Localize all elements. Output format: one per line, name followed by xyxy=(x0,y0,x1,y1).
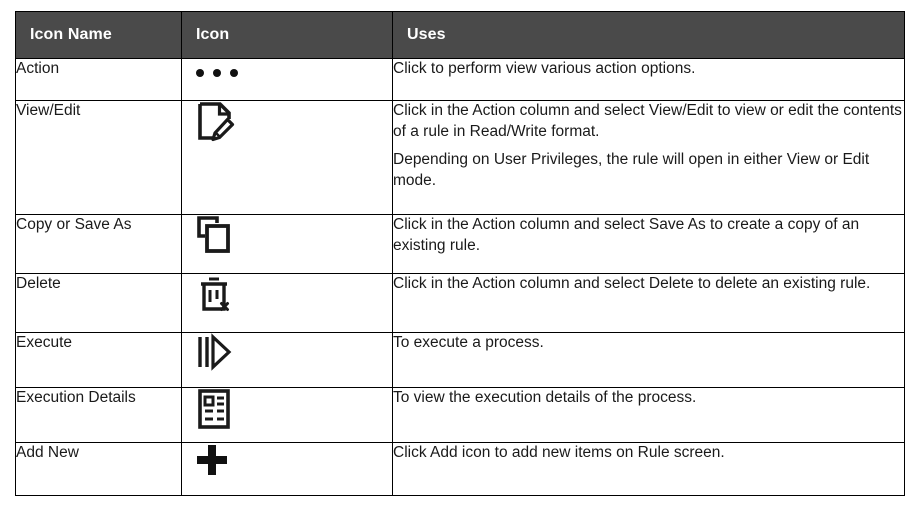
cell-uses: To view the execution details of the pro… xyxy=(392,387,905,443)
cell-icon xyxy=(181,100,393,215)
trash-delete-icon xyxy=(196,274,392,332)
cell-uses: Click in the Action column and select De… xyxy=(392,273,905,333)
cell-uses: Click to perform view various action opt… xyxy=(392,58,905,101)
table-header: Icon Name Icon Uses xyxy=(15,11,905,59)
uses-paragraph: To view the execution details of the pro… xyxy=(393,389,697,406)
cell-icon xyxy=(181,332,393,388)
uses-paragraph: Click in the Action column and select Sa… xyxy=(393,216,860,254)
cell-icon xyxy=(181,442,393,496)
uses-paragraph: Depending on User Privileges, the rule w… xyxy=(393,151,870,189)
table-row: Execution Details xyxy=(15,387,905,443)
column-header-uses: Uses xyxy=(392,11,905,59)
table-row: Execute To execute a process. xyxy=(15,332,905,388)
table-row: View/Edit Click in the Action column and xyxy=(15,100,905,215)
execute-play-icon xyxy=(196,333,392,387)
table-header-row: Icon Name Icon Uses xyxy=(15,11,905,59)
plus-add-icon xyxy=(196,444,392,496)
table-row: Delete Click in the Actio xyxy=(15,273,905,333)
cell-icon xyxy=(181,214,393,274)
cell-icon-name: Add New xyxy=(15,442,182,496)
cell-uses: Click Add icon to add new items on Rule … xyxy=(392,442,905,496)
table-row: Action Click to perform view various act… xyxy=(15,58,905,102)
cell-icon-name: Copy or Save As xyxy=(15,214,182,274)
uses-paragraph: Click in the Action column and select Vi… xyxy=(393,102,902,140)
cell-icon-name: View/Edit xyxy=(15,100,182,215)
document-edit-icon xyxy=(196,101,392,214)
cell-icon-name: Execute xyxy=(15,332,182,388)
table-body: Action Click to perform view various act… xyxy=(15,58,905,496)
copy-icon xyxy=(196,215,392,273)
uses-paragraph: Click to perform view various action opt… xyxy=(393,60,696,77)
cell-icon xyxy=(181,273,393,333)
table-row: Copy or Save As Click in the Action colu… xyxy=(15,214,905,274)
uses-paragraph: Click in the Action column and select De… xyxy=(393,275,871,292)
cell-uses: Click in the Action column and select Vi… xyxy=(392,100,905,215)
column-header-icon-name: Icon Name xyxy=(15,11,182,59)
cell-icon xyxy=(181,387,393,443)
cell-icon-name: Execution Details xyxy=(15,387,182,443)
table-row: Add New Click Add icon to add new items … xyxy=(15,442,905,496)
uses-paragraph: To execute a process. xyxy=(393,334,544,351)
execution-details-list-icon xyxy=(196,388,392,442)
column-header-icon: Icon xyxy=(181,11,393,59)
cell-uses: Click in the Action column and select Sa… xyxy=(392,214,905,274)
cell-icon-name: Action xyxy=(15,58,182,101)
icon-reference-table: Icon Name Icon Uses Action Click to perf… xyxy=(15,11,905,496)
cell-uses: To execute a process. xyxy=(392,332,905,388)
three-dots-icon xyxy=(196,61,392,102)
cell-icon xyxy=(181,58,393,102)
cell-icon-name: Delete xyxy=(15,273,182,333)
uses-paragraph: Click Add icon to add new items on Rule … xyxy=(393,444,725,461)
